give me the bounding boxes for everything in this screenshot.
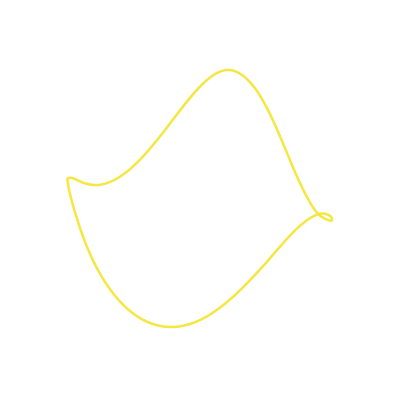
yellow-closed-curve [66,68,334,329]
